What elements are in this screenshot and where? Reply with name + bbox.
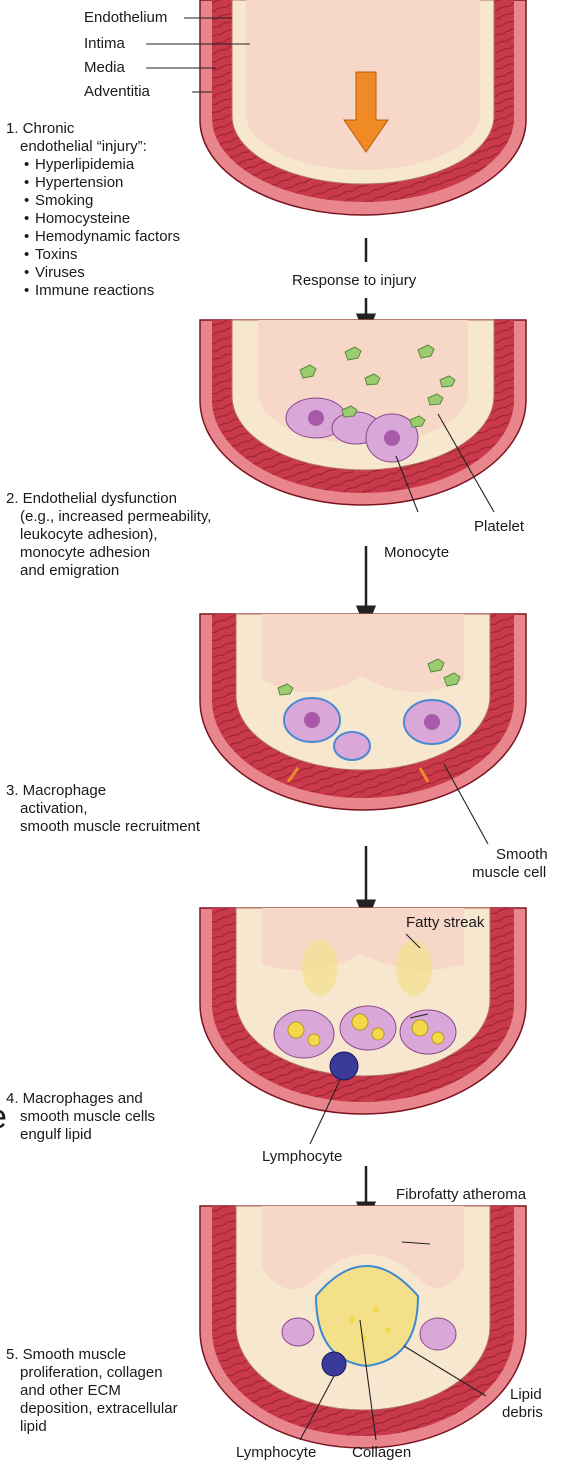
step5-line3: and other ECM bbox=[20, 1382, 121, 1400]
step3-line2: activation, bbox=[20, 800, 88, 818]
cause-item: Homocysteine bbox=[24, 210, 180, 228]
label-lymphocyte-bottom: Lymphocyte bbox=[236, 1444, 316, 1462]
label-fatty-streak: Fatty streak bbox=[406, 914, 484, 932]
lymphocyte-cell-5 bbox=[322, 1352, 346, 1376]
step3-line3: smooth muscle recruitment bbox=[20, 818, 200, 836]
label-media: Media bbox=[84, 59, 125, 77]
cause-item: Hemodynamic factors bbox=[24, 228, 180, 246]
vessel-stage-5 bbox=[200, 1206, 526, 1448]
label-smooth-line2: muscle cell bbox=[472, 864, 546, 882]
step2-line4: monocyte adhesion bbox=[20, 544, 150, 562]
step4-line1: 4. Macrophages and bbox=[6, 1090, 143, 1108]
lymphocyte-cell bbox=[330, 1052, 358, 1080]
label-fibrofatty-atheroma: Fibrofatty atheroma bbox=[396, 1186, 526, 1204]
step4-line2: smooth muscle cells bbox=[20, 1108, 155, 1126]
step1-causes-list: Hyperlipidemia Hypertension Smoking Homo… bbox=[24, 156, 180, 300]
cause-item: Hypertension bbox=[24, 174, 180, 192]
vessel-normal bbox=[200, 0, 526, 215]
vessel-stage-2 bbox=[200, 320, 526, 505]
label-adventitia: Adventitia bbox=[84, 83, 150, 101]
cause-item: Hyperlipidemia bbox=[24, 156, 180, 174]
step3-line1: 3. Macrophage bbox=[6, 782, 106, 800]
step2-line2: (e.g., increased permeability, bbox=[20, 508, 211, 526]
step4-line3: engulf lipid bbox=[20, 1126, 92, 1144]
label-lipid: Lipid bbox=[510, 1386, 542, 1404]
cause-item: Smoking bbox=[24, 192, 180, 210]
vessel-stage-3 bbox=[200, 614, 526, 810]
label-lymphocyte: Lymphocyte bbox=[262, 1148, 342, 1166]
label-smooth-line1: Smooth bbox=[496, 846, 548, 864]
label-debris: debris bbox=[502, 1404, 543, 1422]
label-response-to-injury: Response to injury bbox=[292, 272, 416, 290]
lipid-macrophage bbox=[274, 1010, 334, 1058]
step2-line3: leukocyte adhesion), bbox=[20, 526, 158, 544]
step5-line2: proliferation, collagen bbox=[20, 1364, 163, 1382]
step5-line1: 5. Smooth muscle bbox=[6, 1346, 126, 1364]
cause-item: Immune reactions bbox=[24, 282, 180, 300]
step5-line4: deposition, extracellular bbox=[20, 1400, 178, 1418]
label-collagen: Collagen bbox=[352, 1444, 411, 1462]
label-platelet: Platelet bbox=[474, 518, 524, 536]
step2-line5: and emigration bbox=[20, 562, 119, 580]
vessel-stage-4 bbox=[200, 908, 526, 1114]
label-intima: Intima bbox=[84, 35, 125, 53]
cause-item: Toxins bbox=[24, 246, 180, 264]
label-endothelium: Endothelium bbox=[84, 9, 167, 27]
step5-line5: lipid bbox=[20, 1418, 47, 1436]
cause-item: Viruses bbox=[24, 264, 180, 282]
step1-title-line1: 1. Chronic bbox=[6, 120, 74, 138]
edge-fragment: e bbox=[0, 1100, 7, 1134]
step2-line1: 2. Endothelial dysfunction bbox=[6, 490, 177, 508]
step1-title-line2: endothelial “injury”: bbox=[20, 138, 147, 156]
label-monocyte: Monocyte bbox=[384, 544, 449, 562]
